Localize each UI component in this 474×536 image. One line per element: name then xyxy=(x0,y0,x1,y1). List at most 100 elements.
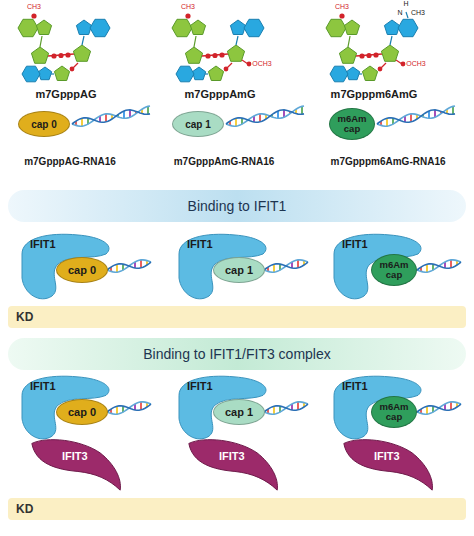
ribose-ring xyxy=(227,45,244,61)
atom-dot xyxy=(359,53,364,58)
rna-strand xyxy=(72,106,150,126)
node-text: IFIT3 xyxy=(62,450,88,462)
rna-strand xyxy=(264,404,308,412)
cap-oval: m6Am cap xyxy=(371,396,417,428)
compound-name: m7GpppAG xyxy=(35,88,96,100)
node-text: m6Am cap xyxy=(377,260,411,281)
atom-dot xyxy=(378,67,383,72)
node-text: IFIT1 xyxy=(187,238,213,250)
node-text: cap 0 xyxy=(31,119,57,130)
base-pair-tick xyxy=(140,260,142,268)
cap-oval: cap 1 xyxy=(172,111,224,137)
guanine-ring xyxy=(190,20,205,35)
ifit1-protein: IFIT1m6Am cap xyxy=(330,374,430,442)
protein-outline xyxy=(22,376,109,439)
adenine-ring xyxy=(230,20,245,35)
base-pair-tick xyxy=(116,264,118,272)
ifit1-protein: IFIT1cap 0 xyxy=(18,232,118,302)
rna-strand xyxy=(417,260,461,272)
rna-strand xyxy=(264,402,308,414)
ribose-ring xyxy=(31,47,48,63)
rna-name: m7GpppAG-RNA16 xyxy=(24,156,116,167)
bond-line xyxy=(40,36,42,47)
ifit1-protein: IFIT1m6Am cap xyxy=(330,232,430,302)
ribose-ring xyxy=(73,45,90,61)
bond-line xyxy=(406,12,408,18)
protein-outline xyxy=(334,376,421,439)
node-text: IFIT1 xyxy=(30,380,56,392)
atom-label: N xyxy=(397,9,402,16)
atom-dot xyxy=(185,13,190,18)
kd-bar: KD xyxy=(8,306,466,328)
rna-strand xyxy=(107,260,151,272)
atom-dot xyxy=(212,53,217,58)
atom-dot xyxy=(339,13,344,18)
node-text: IFIT3 xyxy=(219,450,245,462)
protein-outline xyxy=(32,440,121,490)
base-pair-tick xyxy=(386,118,388,126)
base-pair-tick xyxy=(81,118,83,126)
node-text: Binding to IFIT1 xyxy=(188,198,287,214)
atom-dot xyxy=(58,53,63,58)
rna-strand xyxy=(377,106,455,126)
atom-label: CH3 xyxy=(411,9,425,16)
base-pair-tick xyxy=(301,106,303,114)
node-text: m6Am cap xyxy=(335,114,369,135)
adenine-ring xyxy=(384,20,399,35)
guanine-ring xyxy=(172,19,192,36)
bond-line xyxy=(390,36,392,45)
guanine-ring xyxy=(36,20,51,35)
base-pair-tick xyxy=(426,264,428,272)
ribose-ring xyxy=(185,47,202,63)
protein-outline xyxy=(334,234,421,299)
kd-bar: KD xyxy=(8,498,466,520)
atom-label: OCH3 xyxy=(406,60,425,67)
node-text: cap 1 xyxy=(225,406,253,418)
ribose-ring xyxy=(208,66,223,81)
protein-shape xyxy=(185,436,281,492)
ifit3-protein: IFIT3 xyxy=(340,436,436,492)
atom-label: CH3 xyxy=(181,3,195,10)
cap-oval: cap 0 xyxy=(18,111,70,137)
cap-oval: cap 1 xyxy=(213,257,265,283)
node-text: m6Am cap xyxy=(377,402,411,423)
atom-dot xyxy=(70,67,75,72)
node-text: IFIT1 xyxy=(187,380,213,392)
atom-dot xyxy=(205,53,210,58)
base-pair-tick xyxy=(450,260,452,268)
ifit1-protein: IFIT1 cap 0 xyxy=(18,374,118,442)
node-text: Binding to IFIT1/FIT3 complex xyxy=(143,346,331,362)
atom-dot xyxy=(65,52,70,57)
base-pair-tick xyxy=(452,106,454,114)
section-band: Binding to IFIT1/FIT3 complex xyxy=(8,338,466,370)
rna-strand xyxy=(107,402,151,414)
protein-outline xyxy=(344,440,433,490)
guanine-ring xyxy=(176,66,194,82)
rna-strand xyxy=(264,260,308,272)
protein-outline xyxy=(179,376,266,439)
ifit3-protein: IFIT3 xyxy=(28,436,124,492)
adenine-ring xyxy=(76,20,91,35)
base-pair-tick xyxy=(297,260,299,268)
base-pair-tick xyxy=(116,406,118,414)
atom-dot xyxy=(366,53,371,58)
guanine-ring xyxy=(18,19,38,36)
atom-dot xyxy=(219,52,224,57)
atom-label: H xyxy=(403,0,408,7)
atom-dot xyxy=(373,52,378,57)
ribose-ring xyxy=(339,47,356,63)
cap-oval: m6Am cap xyxy=(371,254,417,286)
rna-name: m7GpppAmG-RNA16 xyxy=(174,156,275,167)
ribose-ring xyxy=(362,66,377,81)
protein-outline xyxy=(189,440,278,490)
atom-dot xyxy=(31,13,36,18)
guanine-ring xyxy=(326,19,346,36)
base-pair-tick xyxy=(235,118,237,126)
node-text: KD xyxy=(8,502,33,516)
node-text: cap 0 xyxy=(68,406,96,418)
bond-line xyxy=(194,36,196,47)
atom-dot xyxy=(224,67,229,72)
rna-strand xyxy=(264,262,308,270)
rna-strand xyxy=(417,404,461,412)
